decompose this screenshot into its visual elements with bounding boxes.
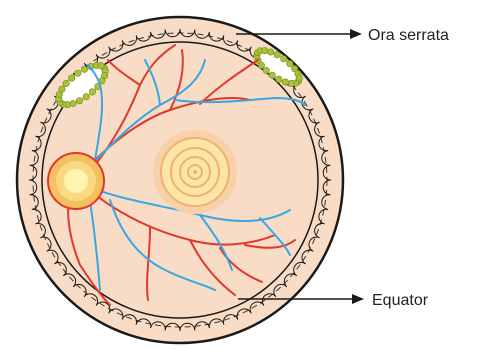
- lesion-dot: [98, 63, 104, 69]
- lesion-dot: [281, 56, 287, 62]
- lesion-dot: [263, 67, 269, 73]
- lesion-dot: [76, 98, 82, 104]
- lesion-dot: [288, 80, 294, 86]
- lesion-dot: [68, 75, 74, 81]
- lesion-dot: [274, 52, 280, 58]
- lesion-dot: [262, 47, 268, 53]
- lesion-dot: [267, 49, 273, 55]
- lesion-dot: [296, 75, 302, 81]
- lesion-dot: [75, 70, 81, 76]
- macula: [153, 130, 237, 214]
- lesion-dot: [89, 89, 95, 95]
- lesion-dot: [83, 94, 89, 100]
- lesion-dot: [269, 72, 275, 78]
- lesion-dot: [282, 79, 288, 85]
- lesion-dot: [63, 80, 69, 86]
- lesion-dot: [59, 86, 65, 92]
- lesion-dot: [287, 60, 293, 66]
- lesion-dot: [276, 76, 282, 82]
- optic-disc: [48, 153, 104, 209]
- ora-serrata-label: Ora serrata: [368, 27, 449, 44]
- lesion-dot: [81, 66, 87, 72]
- equator-label: Equator: [372, 292, 429, 309]
- lesion-dot: [70, 100, 76, 106]
